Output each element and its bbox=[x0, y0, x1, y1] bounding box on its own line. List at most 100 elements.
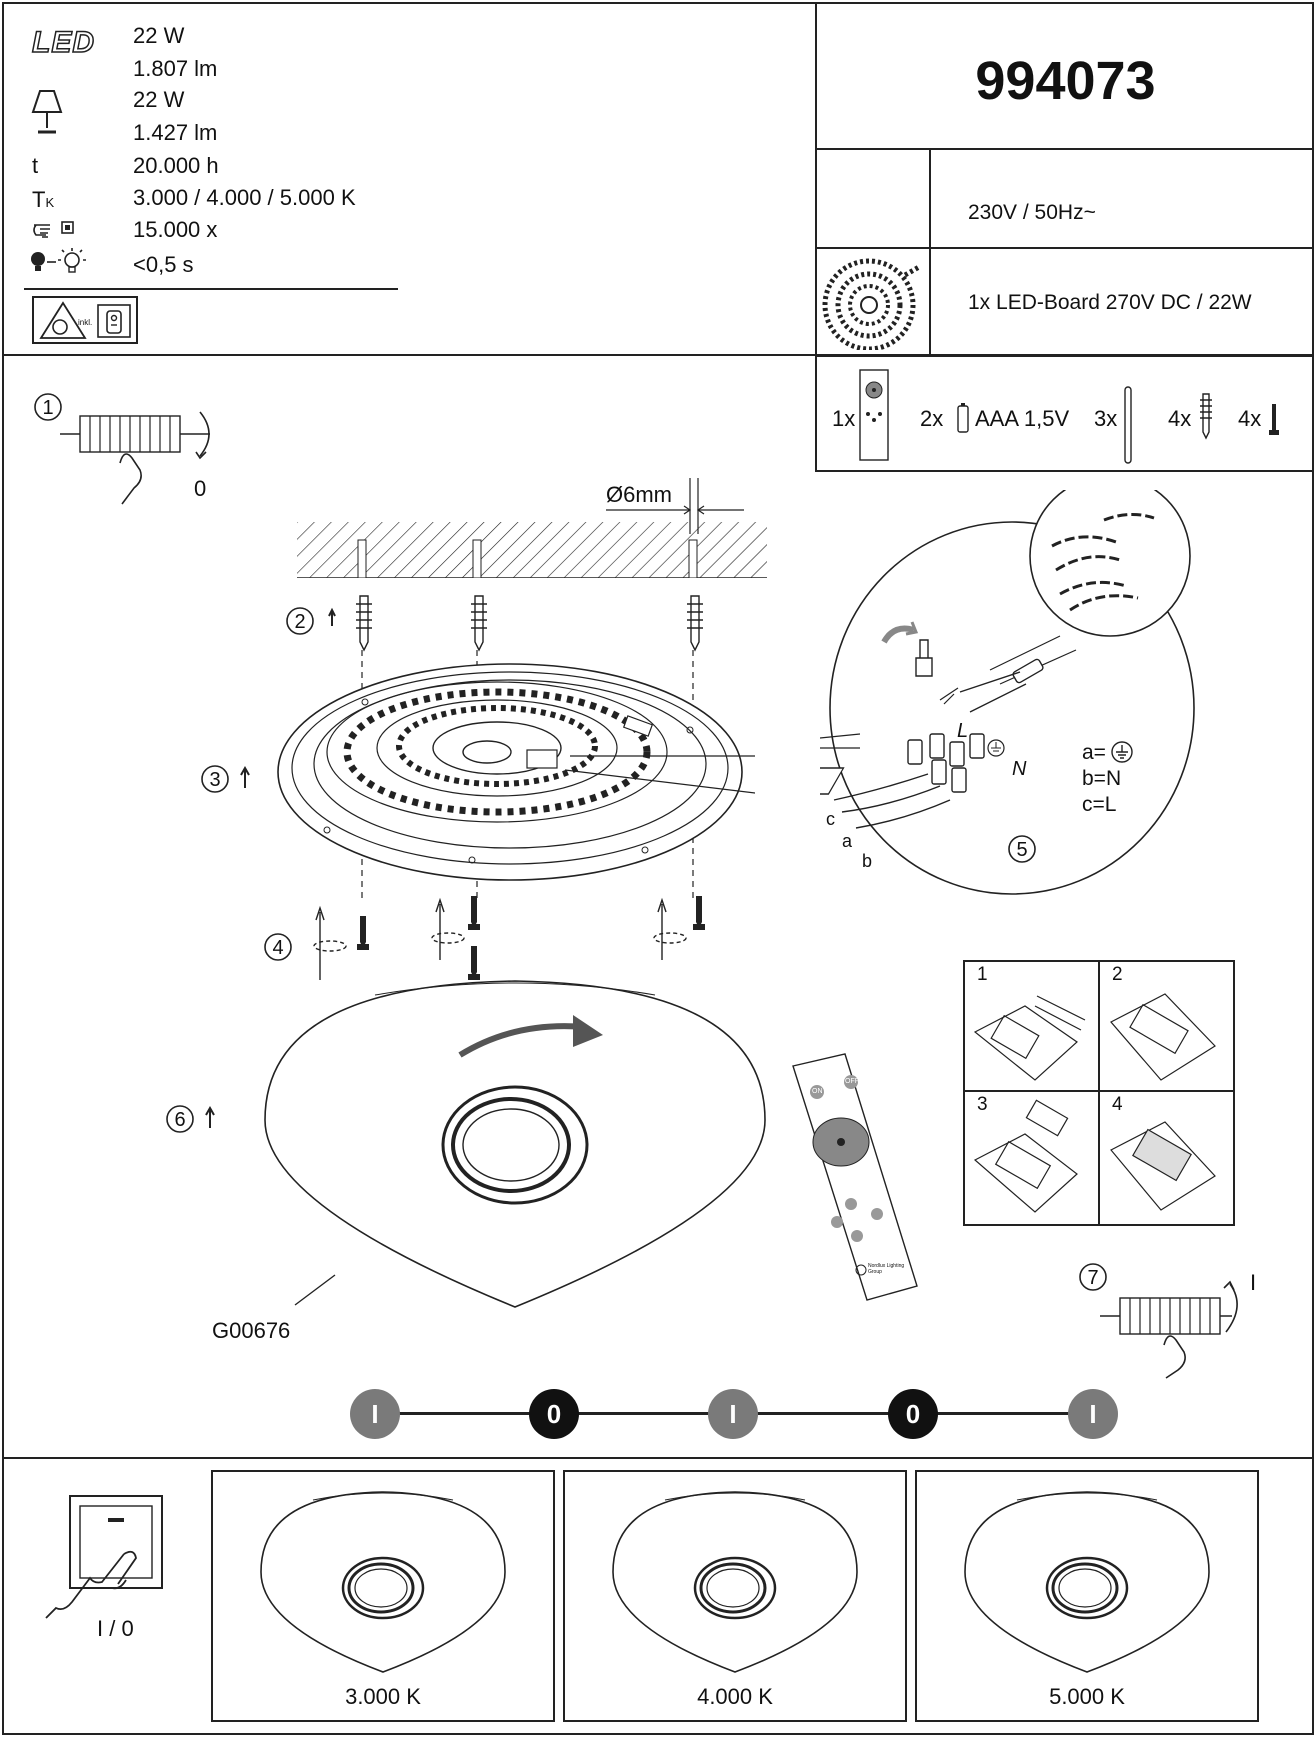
remote-control[interactable] bbox=[785, 1050, 925, 1310]
wire-N-label: N bbox=[1012, 758, 1027, 780]
led-power: 22 W bbox=[133, 23, 185, 48]
step6-arrow bbox=[205, 1106, 215, 1128]
dimmer-icon bbox=[39, 301, 87, 339]
step3-number: 3 bbox=[209, 769, 221, 791]
remote-included-badge bbox=[32, 296, 138, 344]
sequence-node-4: 0 bbox=[888, 1389, 938, 1439]
sequence-node-1: I bbox=[350, 1389, 400, 1439]
lamp-lumen: 1.427 lm bbox=[133, 120, 218, 145]
wall-switch-icon[interactable] bbox=[40, 1490, 170, 1640]
battery-step-4-number: 4 bbox=[1112, 1094, 1123, 1115]
terminal-on-icon bbox=[1100, 1280, 1238, 1379]
base-plate bbox=[277, 663, 755, 881]
sequence-node-2: 0 bbox=[529, 1389, 579, 1439]
article-number: 994073 bbox=[975, 51, 1156, 111]
step5-number: 5 bbox=[1016, 839, 1028, 861]
step1-number: 1 bbox=[42, 397, 54, 419]
sequence-node-5: I bbox=[1068, 1389, 1118, 1439]
color-mode-label-2: 4.000 K bbox=[697, 1684, 773, 1709]
step4-number: 4 bbox=[272, 937, 284, 959]
battery-grid-hline bbox=[963, 1090, 1235, 1092]
step5-circle bbox=[1008, 835, 1036, 863]
parts-battery-qty: 2x bbox=[920, 406, 944, 431]
remote-on-label: ON bbox=[812, 1088, 823, 1095]
color-mode-label-3: 5.000 K bbox=[1049, 1684, 1125, 1709]
switch-label: I / 0 bbox=[97, 1616, 134, 1641]
small-remote-icon bbox=[859, 369, 889, 461]
step1-label: 0 bbox=[194, 476, 207, 501]
lamp-power: 22 W bbox=[133, 87, 185, 112]
lamp-icon bbox=[31, 90, 63, 134]
battery-grid-vline bbox=[1098, 960, 1100, 1226]
parts-screw-qty: 4x bbox=[1238, 406, 1262, 431]
wire-a-label: a bbox=[842, 831, 853, 851]
ceiling-hatch bbox=[297, 522, 767, 578]
led-board-icon bbox=[822, 258, 921, 350]
sequence-node-3: I bbox=[708, 1389, 758, 1439]
switch-cycles-value: 15.000 x bbox=[133, 217, 218, 242]
divider-vertical-top bbox=[815, 2, 817, 354]
divider-right-vert bbox=[929, 150, 931, 354]
screw-icon bbox=[1269, 404, 1279, 435]
screws-row bbox=[313, 896, 705, 980]
step2-circle bbox=[286, 607, 314, 635]
parts-dowel-qty: 4x bbox=[1168, 406, 1192, 431]
color-mode-label-1: 3.000 K bbox=[345, 1684, 421, 1709]
remote-icon bbox=[97, 304, 131, 338]
color-mode-panel-1: 3.000 K bbox=[211, 1470, 555, 1722]
ground-icon bbox=[1111, 741, 1133, 763]
parts-battery-label: AAA 1,5V bbox=[975, 406, 1070, 431]
remote-off-label: OFF bbox=[845, 1078, 859, 1085]
battery-icon bbox=[957, 403, 969, 433]
wire-b-label: b bbox=[862, 851, 873, 871]
led-lumen: 1.807 lm bbox=[133, 56, 218, 81]
step3-circle bbox=[201, 765, 229, 793]
step6-number: 6 bbox=[174, 1109, 186, 1131]
led-logo: LED bbox=[31, 25, 95, 60]
parts-remote-qty: 1x bbox=[832, 406, 856, 431]
step7-circle bbox=[1079, 1263, 1107, 1291]
legend-c: c=L bbox=[1082, 793, 1117, 816]
battery-step-drawings bbox=[973, 993, 1216, 1213]
connection-zoom bbox=[820, 490, 1195, 895]
model-number: G00676 bbox=[212, 1318, 291, 1343]
color-mode-panel-2: 4.000 K bbox=[563, 1470, 907, 1722]
wire-L-label: L bbox=[957, 720, 969, 742]
wire-c-label: c bbox=[826, 809, 835, 829]
step6-circle bbox=[166, 1105, 194, 1133]
battery-step-1-number: 1 bbox=[977, 964, 988, 985]
led-board-text: 1x LED-Board 270V DC / 22W bbox=[968, 291, 1252, 314]
color-temps-value: 3.000 / 4.000 / 5.000 K bbox=[133, 185, 356, 210]
terminal-off-icon bbox=[60, 411, 210, 505]
drill-label: Ø6mm bbox=[606, 482, 672, 507]
spec-underline bbox=[24, 288, 398, 290]
drill-dim bbox=[606, 478, 744, 534]
remote-brand-label: Nordlux Lighting Group bbox=[868, 1263, 905, 1275]
step3-arrow bbox=[240, 766, 250, 788]
badge-inkl-label: inkl. bbox=[78, 318, 93, 327]
color-temp-symbol: TK bbox=[32, 187, 54, 213]
step7-number: 7 bbox=[1087, 1267, 1099, 1289]
color-temp-k: K bbox=[45, 195, 55, 210]
dowel-icon bbox=[1200, 393, 1212, 440]
color-mode-panel-3: 5.000 K bbox=[915, 1470, 1259, 1722]
color-mode-lamp-3 bbox=[964, 1491, 1210, 1673]
parts-rod-qty: 3x bbox=[1094, 406, 1118, 431]
parts-box bbox=[815, 355, 1314, 472]
legend-b: b=N bbox=[1082, 767, 1122, 790]
step1-circle bbox=[34, 393, 62, 421]
divider-bottom bbox=[2, 1457, 1314, 1459]
step4-circle bbox=[264, 933, 292, 961]
warmup-icon bbox=[31, 248, 86, 273]
battery-step-2-number: 2 bbox=[1112, 964, 1123, 985]
step2-number: 2 bbox=[294, 611, 306, 633]
switch-cycles-icon bbox=[33, 221, 74, 238]
battery-step-3-number: 3 bbox=[977, 1094, 988, 1115]
lifetime-symbol: t bbox=[32, 153, 39, 178]
cover-diffuser bbox=[264, 980, 766, 1308]
step7-label: I bbox=[1250, 1270, 1257, 1295]
color-temp-t: T bbox=[32, 187, 46, 212]
rod-icon bbox=[1124, 386, 1132, 464]
color-mode-lamp-2 bbox=[612, 1491, 858, 1673]
